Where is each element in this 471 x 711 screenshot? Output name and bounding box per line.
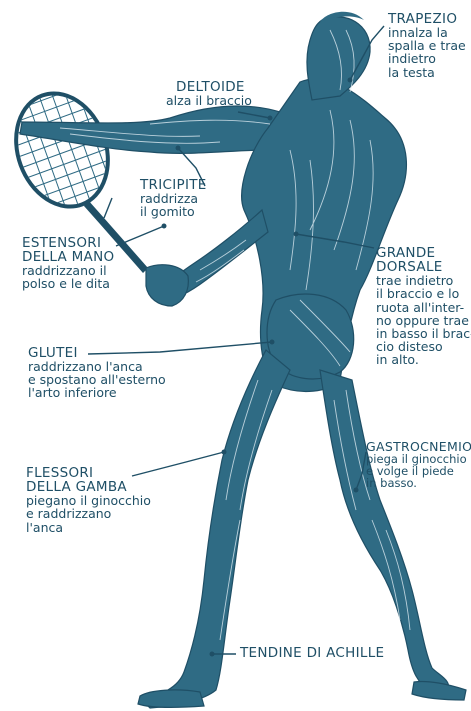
label-flessori: FLESSORI DELLA GAMBA piegano il ginocchi… [26, 466, 151, 534]
grande-dorsale-desc-5: in basso il brac- [376, 327, 471, 340]
grande-dorsale-title-2: DORSALE [376, 260, 471, 274]
grande-dorsale-desc-4: no oppure trae [376, 314, 471, 327]
label-achille: TENDINE DI ACHILLE [240, 646, 384, 660]
achille-title: TENDINE DI ACHILLE [240, 646, 384, 660]
label-deltoide: DELTOIDE alza il braccio [166, 80, 252, 107]
flessori-title-2: DELLA GAMBA [26, 480, 151, 494]
deltoide-title: DELTOIDE [166, 80, 252, 94]
label-gastrocnemio: GASTROCNEMIO piega il ginocchio e volge … [366, 440, 471, 489]
estensori-title-1: ESTENSORI [22, 236, 114, 250]
estensori-title-2: DELLA MANO [22, 250, 114, 264]
grande-dorsale-desc-2: il braccio e lo [376, 287, 471, 300]
label-glutei: GLUTEI raddrizzano l'anca e spostano all… [28, 346, 166, 400]
estensori-desc-2: polso e le dita [22, 277, 114, 290]
label-grande-dorsale: GRANDE DORSALE trae indietro il braccio … [376, 246, 471, 366]
trapezio-title: TRAPEZIO [388, 12, 466, 26]
flessori-desc-3: l'anca [26, 521, 151, 534]
flessori-desc-2: e raddrizzano [26, 507, 151, 520]
trapezio-desc-3: indietro [388, 52, 466, 65]
tricipite-title: TRICIPITE [140, 178, 207, 192]
label-tricipite: TRICIPITE raddrizza il gomito [140, 178, 207, 218]
grande-dorsale-title-1: GRANDE [376, 246, 471, 260]
glutei-title: GLUTEI [28, 346, 166, 360]
grande-dorsale-desc-7: in alto. [376, 353, 471, 366]
grande-dorsale-desc-3: ruota all'inter- [376, 301, 471, 314]
flessori-title-1: FLESSORI [26, 466, 151, 480]
glutei-desc-3: l'arto inferiore [28, 386, 166, 399]
gastrocnemio-desc-3: in basso. [366, 477, 471, 489]
label-estensori: ESTENSORI DELLA MANO raddrizzano il pols… [22, 236, 114, 291]
trapezio-desc-4: la testa [388, 66, 466, 79]
label-trapezio: TRAPEZIO innalza la spalla e trae indiet… [388, 12, 466, 79]
deltoide-desc-1: alza il braccio [166, 94, 252, 107]
tricipite-desc-2: il gomito [140, 205, 207, 218]
